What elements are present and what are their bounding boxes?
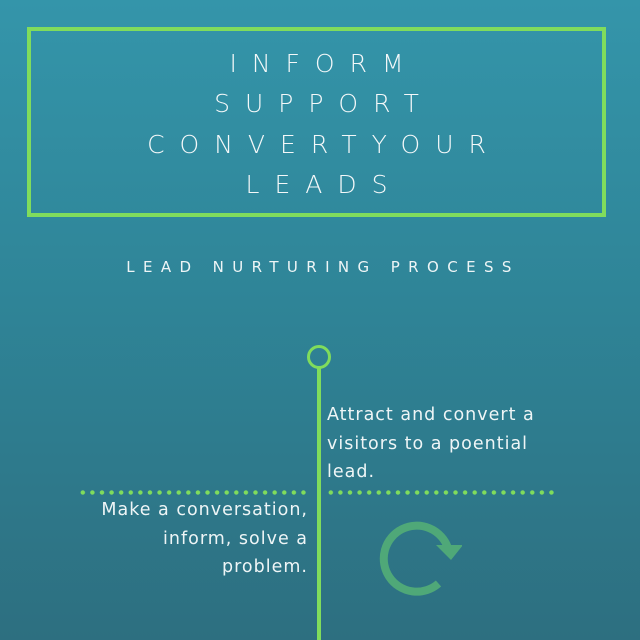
title-line-leads: LEADS — [245, 170, 403, 199]
step-attract-text: Attract and convert a visitors to a poen… — [327, 401, 627, 487]
dotted-divider-right — [326, 490, 556, 495]
step-conversation-text: Make a conversation, inform, solve a pro… — [30, 496, 308, 582]
title-frame: INFORM SUPPORT CONVERTYOUR LEADS — [27, 27, 606, 217]
timeline-vertical-line — [317, 367, 321, 640]
step-attract-line: lead. — [327, 462, 376, 482]
dotted-divider-left — [78, 490, 308, 495]
step-attract-line: Attract and convert a — [327, 405, 535, 425]
title-line-support: SUPPORT — [214, 89, 434, 118]
step-attract-line: visitors to a poential — [327, 433, 529, 454]
step-conversation-line: Make a conversation, — [101, 500, 308, 520]
subtitle: LEAD NURTURING PROCESS — [126, 258, 520, 276]
step-conversation-line: inform, solve a — [163, 528, 308, 549]
step-conversation-line: problem. — [222, 557, 308, 577]
title-line-inform: INFORM — [229, 49, 419, 78]
timeline-start-node-icon — [307, 345, 331, 369]
title-line-convert: CONVERTYOUR — [147, 130, 501, 159]
cycle-arrow-icon — [379, 521, 462, 596]
